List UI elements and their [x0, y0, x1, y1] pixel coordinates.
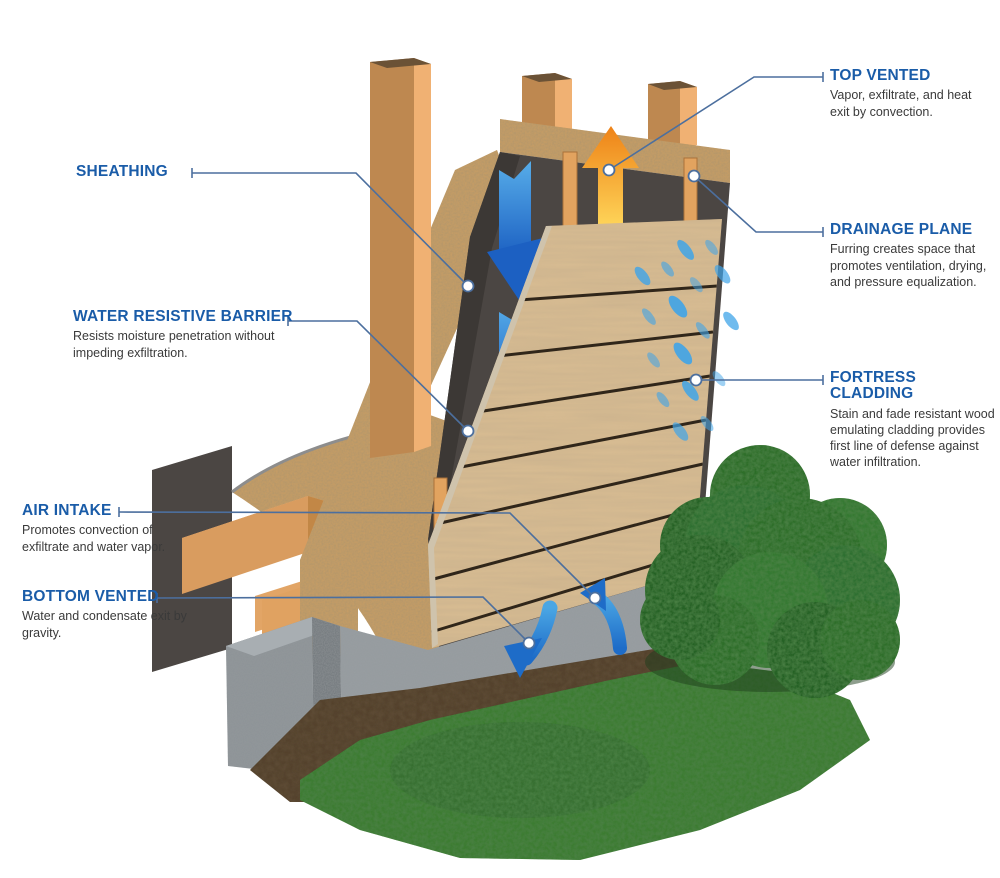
leader-sheathing [192, 172, 469, 287]
leader-bottom-vented [156, 596, 530, 644]
rain-droplets [634, 239, 739, 441]
leader-wrb [288, 320, 469, 432]
dot-fortress-cladding [689, 373, 703, 387]
callout-fortress-cladding: FORTRESS CLADDING Stain and fade resista… [830, 369, 998, 471]
dot-wrb [461, 424, 475, 438]
callout-title: SHEATHING [76, 163, 168, 180]
leader-air-intake [118, 511, 596, 599]
callout-title: DRAINAGE PLANE [830, 221, 973, 238]
wrb-shade [428, 152, 520, 540]
drain-arrow-upper-head [487, 238, 543, 300]
wood-studs [370, 58, 697, 458]
stud-a-top [522, 73, 572, 82]
stud-b-top [648, 81, 697, 90]
callout-dots [461, 163, 703, 650]
callout-bottom-vented: BOTTOM VENTED Water and condensate exit … [22, 588, 192, 641]
stud-tall-side [370, 58, 414, 458]
callout-title: TOP VENTED [830, 67, 931, 84]
stud-tall-top [370, 58, 431, 68]
furring-strip [562, 151, 578, 227]
leader-top-vented [608, 76, 823, 171]
callout-body: Vapor, exfiltrate, and heat exit by conv… [830, 88, 972, 119]
stud-tall-edge [414, 58, 431, 452]
foundation-block-top [226, 617, 340, 656]
stud-b-side [648, 81, 680, 155]
beam-front-face [182, 496, 308, 594]
dot-air-intake [588, 591, 602, 605]
bush [640, 445, 900, 698]
callout-body: Resists moisture penetration without imp… [73, 329, 275, 360]
furring-strip [683, 157, 698, 226]
leader-lines [118, 72, 824, 644]
dot-sheathing [461, 279, 475, 293]
drain-arrow-upper-shaft [499, 161, 531, 257]
callout-body: Water and condensate exit by gravity. [22, 609, 187, 640]
callout-title: FORTRESS CLADDING [830, 369, 916, 403]
callout-water-resistive-barrier: WATER RESISTIVE BARRIER Resists moisture… [73, 308, 298, 361]
dot-bottom-vented [522, 636, 536, 650]
callout-body: Furring creates space that promotes vent… [830, 242, 987, 289]
callout-sheathing: SHEATHING [76, 163, 196, 180]
callout-drainage-plane: DRAINAGE PLANE Furring creates space tha… [830, 221, 1000, 290]
callout-body: Promotes convection of exfiltrate and wa… [22, 523, 166, 554]
leader-drainage-plane [693, 175, 823, 233]
callout-body: Stain and fade resistant wood emulating … [830, 406, 995, 470]
dot-top-vented [602, 163, 616, 177]
heat-exit-arrow [582, 126, 639, 232]
callout-title: WATER RESISTIVE BARRIER [73, 308, 293, 325]
callout-top-vented: TOP VENTED Vapor, exfiltrate, and heat e… [830, 67, 988, 120]
dot-drainage-plane [687, 169, 701, 183]
callout-air-intake: AIR INTAKE Promotes convection of exfilt… [22, 502, 197, 555]
grass-patch [390, 722, 650, 818]
callout-title: AIR INTAKE [22, 502, 112, 519]
stud-b-edge [680, 81, 697, 150]
cladding-board-gaps [429, 284, 718, 634]
cladding-face [428, 219, 722, 648]
callout-title: BOTTOM VENTED [22, 588, 159, 605]
fortress-cladding-panel [428, 219, 722, 648]
stud-a-edge [555, 73, 572, 140]
